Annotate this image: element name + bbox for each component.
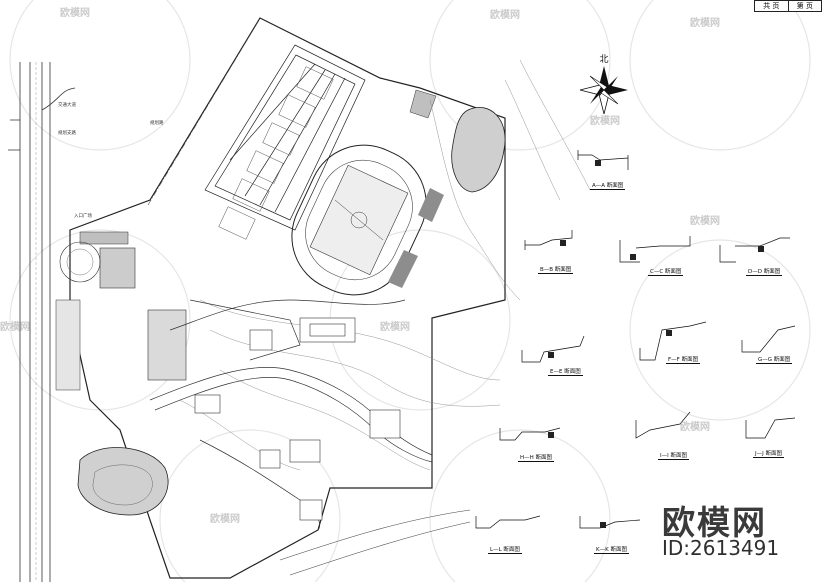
section-l: L—L 断面图 [470, 512, 562, 554]
north-pond [451, 107, 506, 193]
contour-lines [179, 59, 591, 471]
watermark-small: 欧模网 [0, 322, 30, 333]
road-label-b: 规划支路 [58, 131, 76, 136]
section-k: K—K 断面图 [576, 512, 668, 554]
watermark-small: 欧模网 [490, 10, 520, 21]
south-road [279, 509, 471, 576]
section-caption: D—D 断面图 [746, 269, 783, 276]
road-label-c: 规划路 [150, 121, 164, 126]
section-d: D—D 断面图 [728, 234, 820, 276]
section-caption: A—A 断面图 [590, 183, 626, 190]
section-f: F—F 断面图 [648, 322, 740, 364]
bleachers [388, 188, 444, 288]
section-caption: F—F 断面图 [666, 357, 701, 364]
watermark-small: 欧模网 [680, 422, 710, 433]
watermark-brand: 欧模网 [662, 503, 767, 542]
dormitory-block [204, 44, 366, 231]
section-caption: K—K 断面图 [594, 547, 629, 554]
road-label-a: 交通大道 [58, 103, 76, 108]
section-c: C—C 断面图 [630, 234, 722, 276]
section-caption: L—L 断面图 [488, 547, 522, 554]
section-caption: H—H 断面图 [518, 455, 555, 462]
section-caption: C—C 断面图 [648, 269, 684, 276]
watermark-small: 欧模网 [380, 322, 410, 333]
north-indicator: 北 [578, 52, 630, 112]
section-h: H—H 断面图 [500, 420, 592, 462]
hatched-areas [79, 89, 437, 245]
watermark-id: ID:2613491 [662, 536, 780, 560]
section-caption: B—B 断面图 [538, 267, 574, 274]
entry-plaza [55, 241, 187, 391]
section-caption: E—E 断面图 [548, 369, 583, 376]
watermark-small: 欧模网 [690, 216, 720, 227]
watermark-small: 欧模网 [60, 8, 90, 19]
section-e: E—E 断面图 [530, 334, 622, 376]
watermark-small: 欧模网 [210, 514, 240, 525]
section-a: A—A 断面图 [572, 148, 664, 190]
watermark-small: 欧模网 [690, 18, 720, 29]
running-track [291, 144, 427, 296]
north-arrow-icon [579, 66, 628, 115]
section-i: I—I 断面图 [640, 418, 732, 460]
section-caption: I—I 断面图 [658, 453, 689, 460]
section-j: J—J 断面图 [735, 416, 824, 458]
section-caption: J—J 断面图 [753, 451, 784, 458]
watermark-small: 欧模网 [590, 116, 620, 127]
total-pages-label: 共 页 [755, 1, 789, 11]
main-road [8, 62, 76, 582]
north-label: 北 [599, 55, 609, 65]
title-block: 共 页 第 页 [754, 0, 822, 12]
section-g: G—G 断面图 [738, 322, 824, 364]
site-boundary [69, 17, 506, 579]
garden-buildings [194, 317, 401, 521]
section-b: B—B 断面图 [520, 232, 612, 274]
page-number-label: 第 页 [796, 2, 813, 10]
dorm-units [218, 66, 334, 240]
entry-plaza-label: 入口广场 [74, 214, 92, 219]
section-caption: G—G 断面图 [756, 357, 793, 364]
section-hatching [548, 160, 764, 528]
